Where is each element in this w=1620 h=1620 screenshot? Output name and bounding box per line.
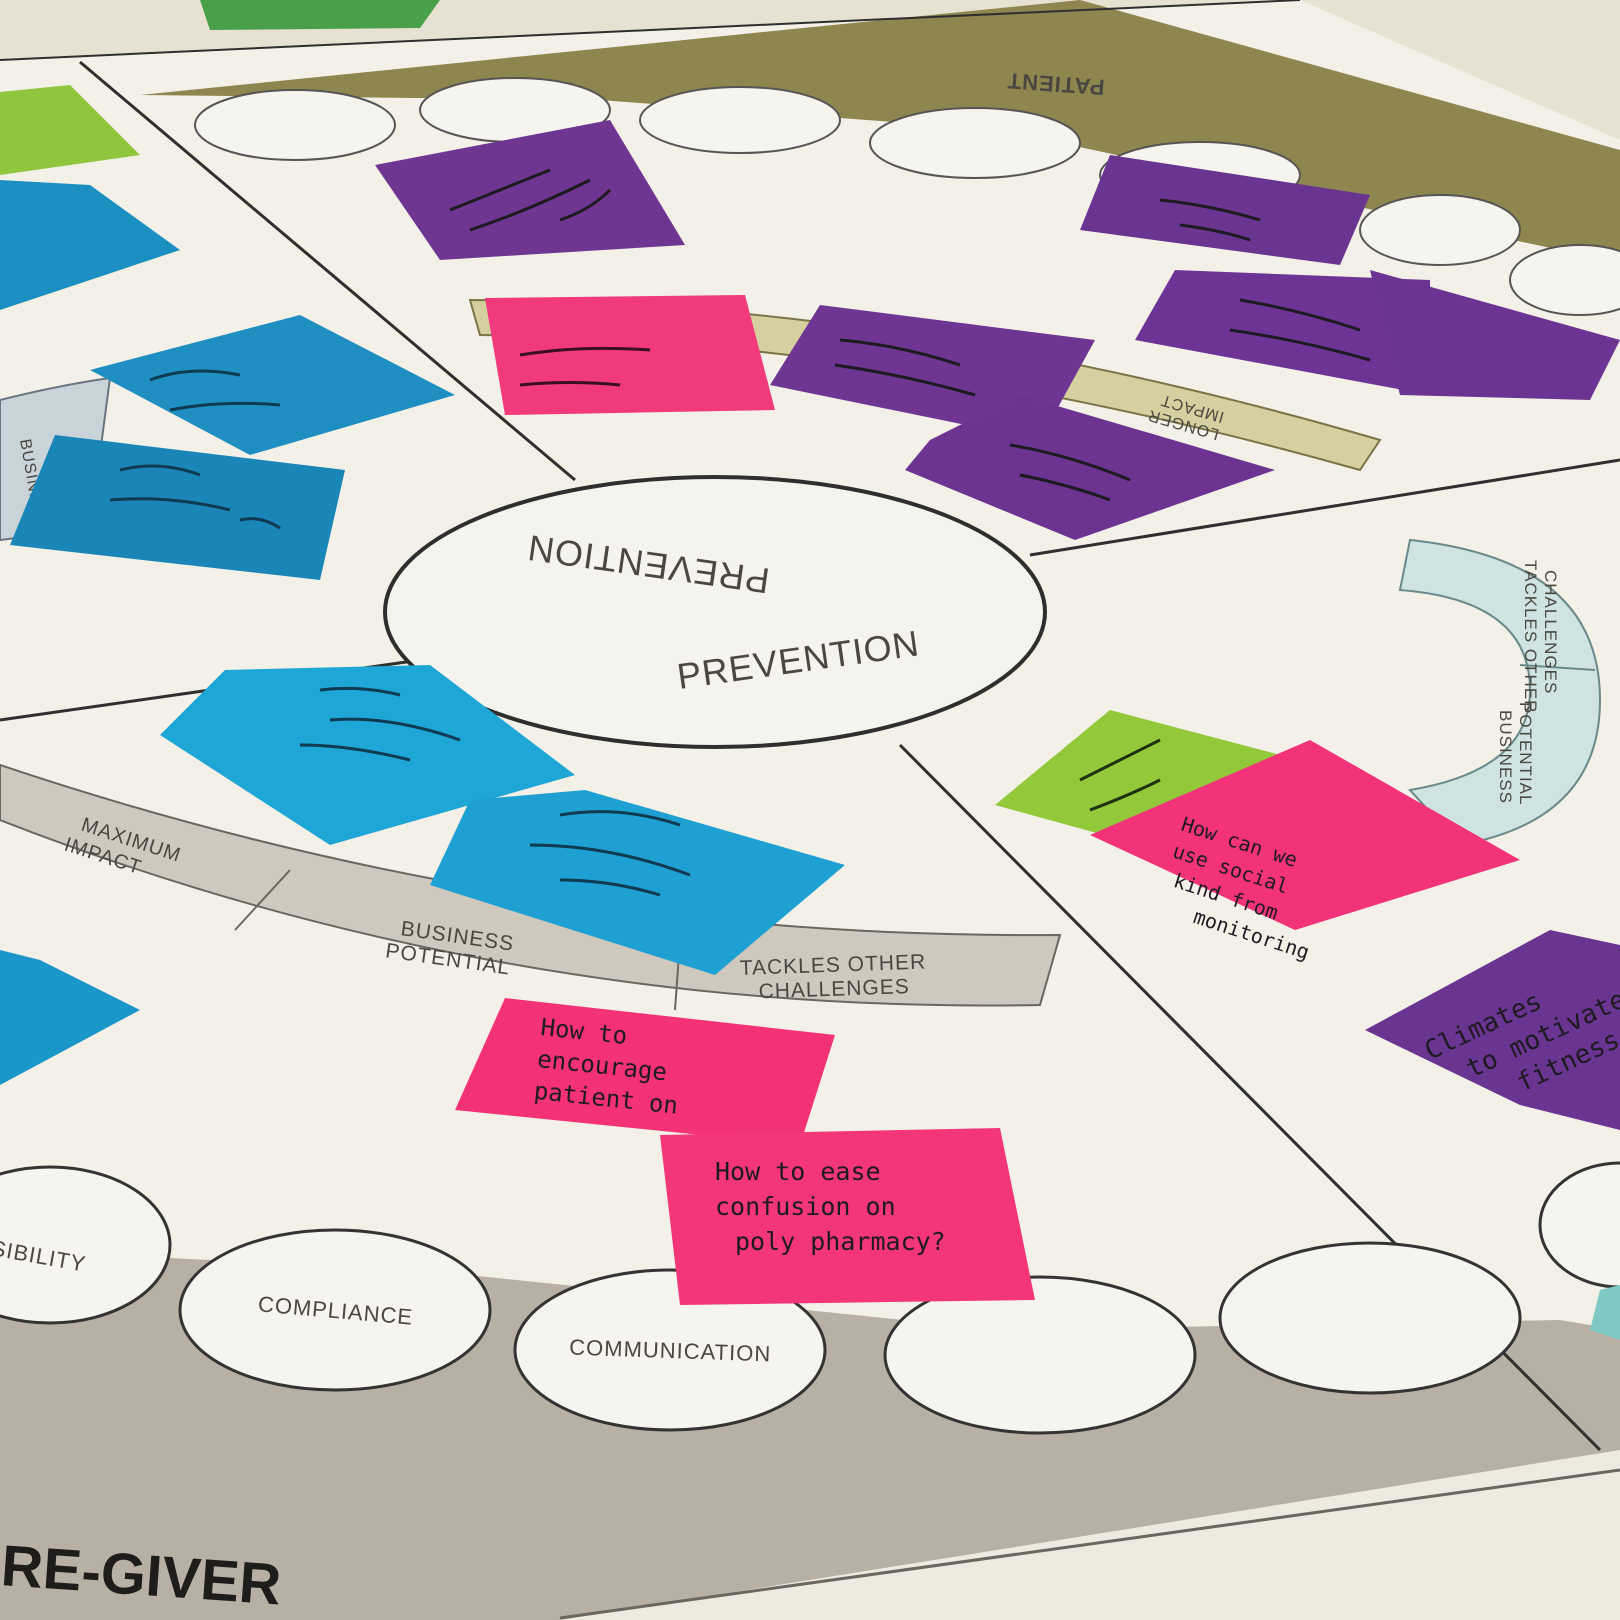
bottom-circle (1538, 1161, 1620, 1289)
board-edge (560, 1450, 1620, 1620)
bottom-circle (0, 1165, 172, 1325)
bottom-circle (883, 1275, 1197, 1435)
sticky-note-purple (1370, 270, 1620, 400)
sticky-note-purple (1135, 270, 1430, 395)
sticky-note-purple (905, 395, 1275, 540)
top-circle (1359, 194, 1521, 266)
sticky-note-green-right (995, 710, 1375, 845)
bottom-arc-label-3: TACKLES OTHERCHALLENGES (739, 951, 927, 1004)
sticky-note-pink-bottom-1-text: How toencouragepatient on (533, 1013, 686, 1120)
sticky-note-blue (0, 180, 180, 310)
sticky-note-blue (0, 950, 140, 1085)
center-circle (383, 475, 1047, 749)
sticky-note-pink-bottom-1 (455, 998, 835, 1145)
divider-line (79, 60, 576, 482)
sticky-note-blue (90, 315, 455, 455)
bottom-circle (513, 1268, 827, 1432)
bottom-circle (178, 1228, 492, 1392)
sticky-note-blue-mid-bottom (430, 790, 845, 975)
sticky-note-green (0, 85, 140, 175)
patient-band (140, 0, 1620, 260)
sticky-note-purple-right (1365, 930, 1620, 1130)
bottom-circle (1218, 1241, 1522, 1395)
sticky-note-pink-top (485, 295, 775, 415)
sticky-note-blue (10, 435, 345, 580)
top-circle (194, 89, 396, 161)
top-circle (1509, 244, 1620, 316)
sticky-note-purple-top (375, 120, 685, 260)
divider-line (1029, 458, 1620, 557)
right-arc-label-2: BUSINESSPOTENTIAL (1496, 702, 1535, 805)
bottom-arc (0, 763, 1062, 1007)
sticky-note-pink-bottom-2 (660, 1128, 1035, 1305)
top-circle (639, 86, 841, 154)
sticky-note-pink-right (1090, 740, 1520, 930)
top-circle (869, 107, 1081, 179)
right-arc-label-1: TACKLES OTHERCHALLENGES (1521, 560, 1560, 713)
